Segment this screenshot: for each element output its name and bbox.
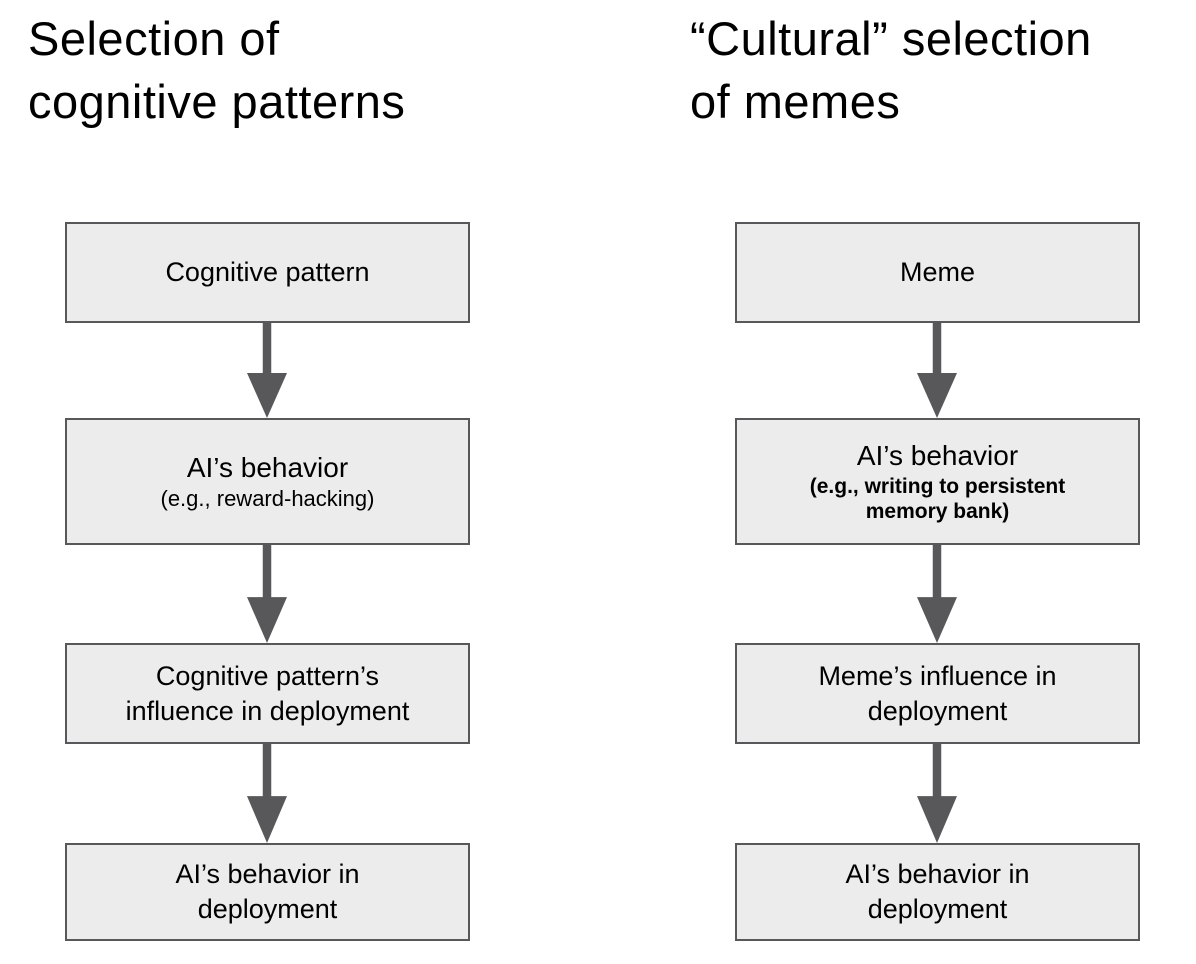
down-arrow-icon <box>245 545 289 643</box>
box-ai-behavior-training: AI’s behavior (e.g., reward-hacking) <box>65 418 470 545</box>
box-pattern-influence: Cognitive pattern’s influence in deploym… <box>65 643 470 744</box>
box-label: AI’s behavior <box>856 439 1019 471</box>
down-arrow-icon <box>245 743 289 843</box>
down-arrow-icon <box>915 545 959 643</box>
box-label: AI’s behavior <box>186 452 349 484</box>
box-label: Cognitive pattern <box>165 257 370 288</box>
box-label: AI’s behavior in deployment <box>845 859 1030 924</box>
box-meme-influence: Meme’s influence in deployment <box>735 643 1140 744</box>
box-ai-behavior-meme: AI’s behavior (e.g., writing to persiste… <box>735 418 1140 545</box>
box-cognitive-pattern: Cognitive pattern <box>65 222 470 323</box>
down-arrow-icon <box>915 743 959 843</box>
box-sublabel: (e.g., reward-hacking) <box>160 486 375 511</box>
box-label: Meme’s influence in deployment <box>818 660 1057 726</box>
box-label: Meme <box>899 257 975 288</box>
box-ai-behavior-deployment: AI’s behavior in deployment <box>735 843 1140 941</box>
box-ai-behavior-deployment: AI’s behavior in deployment <box>65 843 470 941</box>
left-column-title: Selection of cognitive patterns <box>28 12 406 128</box>
down-arrow-icon <box>245 322 289 418</box>
box-meme: Meme <box>735 222 1140 323</box>
down-arrow-icon <box>915 322 959 418</box>
box-label: Cognitive pattern’s influence in deploym… <box>125 660 410 726</box>
box-sublabel: (e.g., writing to persistent memory bank… <box>809 474 1066 524</box>
box-label: AI’s behavior in deployment <box>175 859 360 924</box>
right-column-title: “Cultural” selection of memes <box>690 12 1092 128</box>
